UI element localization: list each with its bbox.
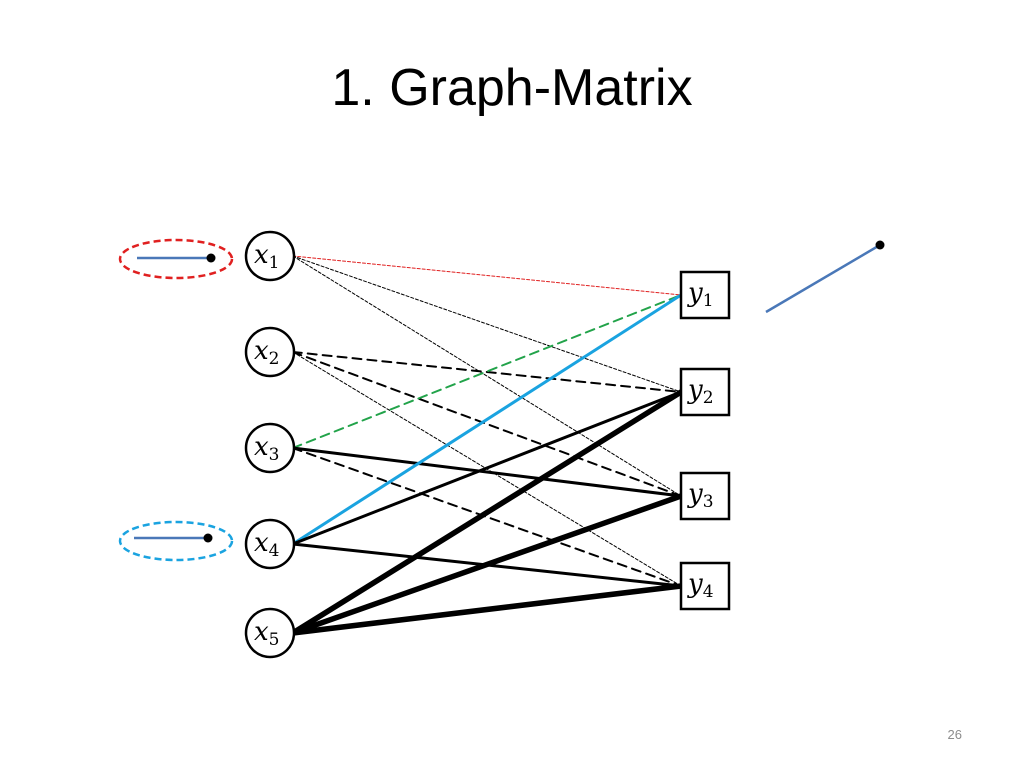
marker-x1-ellipse — [118, 238, 234, 280]
node-x5-circle — [244, 607, 296, 659]
graph-edges — [290, 255, 684, 636]
edge-x5-y2 — [290, 389, 684, 636]
node-y1-box — [679, 270, 731, 320]
edge-x2-y2 — [291, 351, 682, 393]
node-y3-box — [679, 471, 731, 521]
edge-x4-y1 — [291, 293, 683, 546]
node-x5: x5 — [244, 607, 296, 659]
floating-stick-line — [765, 243, 881, 314]
node-x2-circle — [244, 326, 296, 378]
marker-x4-dot — [203, 533, 213, 543]
node-x3-circle — [244, 422, 296, 474]
edge-x2-y3 — [291, 351, 682, 497]
page-number: 26 — [947, 727, 962, 742]
edge-x4-y2 — [291, 390, 683, 546]
node-x2: x2 — [244, 326, 296, 378]
node-y1: y1 — [679, 270, 731, 320]
marker-x4 — [118, 520, 234, 562]
node-y2: y2 — [679, 367, 731, 417]
node-y3: y3 — [679, 471, 731, 521]
floating-stick-dot — [875, 240, 885, 250]
edge-x1-y2 — [292, 255, 682, 393]
node-y4: y4 — [679, 561, 731, 611]
node-x4: x4 — [244, 518, 296, 570]
edge-x3-y1 — [291, 294, 682, 449]
node-x3: x3 — [244, 422, 296, 474]
node-y4-label: y4 — [687, 569, 714, 602]
node-y4-box — [679, 561, 731, 611]
edge-x1-y1 — [292, 255, 682, 296]
edge-x3-y3 — [291, 446, 683, 498]
floating-stick — [765, 240, 885, 314]
node-y2-box — [679, 367, 731, 417]
marker-x1-dot — [206, 253, 216, 263]
edge-x5-y4 — [290, 583, 684, 636]
edge-x5-y3 — [290, 493, 684, 636]
node-x4-circle — [244, 518, 296, 570]
marker-x4-ellipse — [118, 520, 234, 562]
graph-nodes: x1 x2 x3 x4 x5 y1 y2 y3 y4 — [244, 230, 731, 659]
marker-x1 — [118, 238, 234, 280]
edge-x1-y3 — [292, 255, 682, 497]
graph-markers — [118, 238, 885, 562]
slide-title: 1. Graph-Matrix — [331, 59, 693, 117]
node-x1-circle — [244, 230, 296, 282]
node-x1: x1 — [244, 230, 296, 282]
edge-x3-y4 — [291, 447, 682, 587]
